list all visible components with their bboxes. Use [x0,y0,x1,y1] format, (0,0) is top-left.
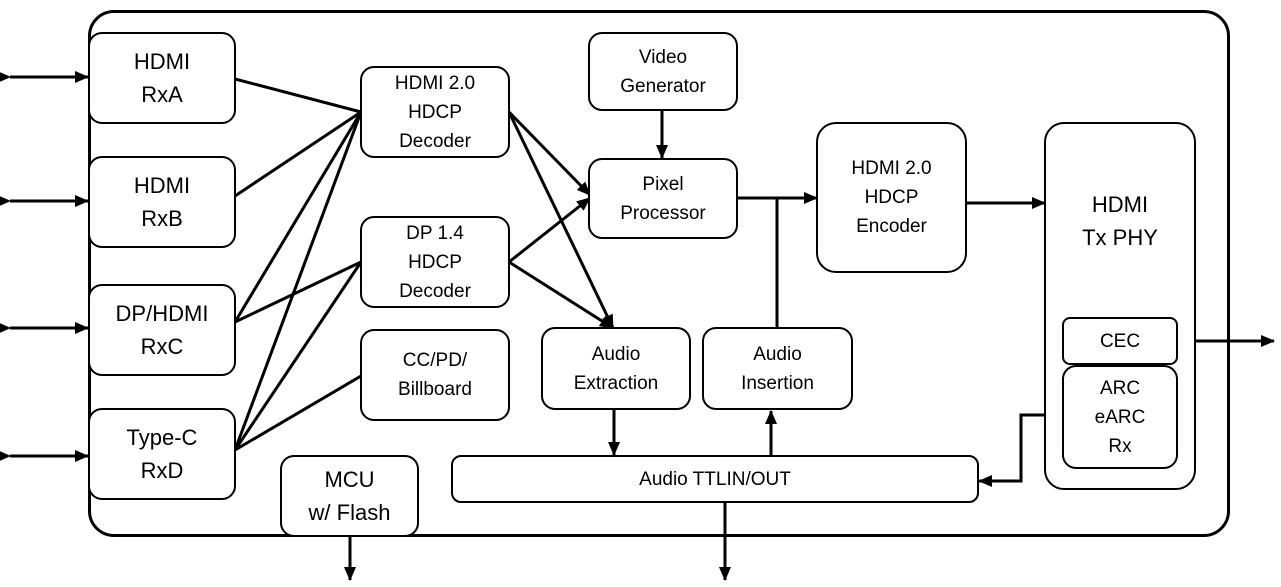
tx-phy-label-1: HDMI [1091,192,1149,217]
arc-label-3: Rx [1108,435,1132,457]
hdmi-rxb-block: HDMI RxB [88,156,236,248]
audio-ttl-label: Audio TTLIN/OUT [639,468,791,490]
hdmi-rxa-block: HDMI RxA [88,32,236,124]
hdmi-encoder-block: HDMI 2.0 HDCP Encoder [816,122,967,273]
tx-phy-label-2: Tx PHY [1082,225,1158,250]
arc-label-1: ARC [1099,377,1141,399]
audio-extraction-block: Audio Extraction [541,327,691,410]
audio-insertion-block: Audio Insertion [702,327,853,410]
cc-pd-label-2: Billboard [398,379,472,400]
dp-hdmi-rxc-label-1: DP/HDMI [115,301,209,326]
dp-decoder-label-1: DP 1.4 [406,222,464,244]
cec-label: CEC [1099,330,1141,352]
hdmi-decoder-label-2: HDCP [408,101,462,123]
dp-decoder-block: DP 1.4 HDCP Decoder [360,216,510,308]
audio-ttl-block: Audio TTLIN/OUT [451,455,979,503]
mcu-block: MCU w/ Flash [280,455,419,537]
hdmi-encoder-label-2: HDCP [864,187,919,208]
cec-block: CEC [1062,317,1178,365]
hdmi-rxb-label-2: RxB [141,206,183,231]
mcu-label-2: w/ Flash [308,500,391,525]
pixel-processor-block: Pixel Processor [588,158,738,239]
hdmi-decoder-label-1: HDMI 2.0 [394,72,476,94]
audio-insertion-label-1: Audio [753,343,802,365]
audio-extraction-label-1: Audio [591,343,641,365]
hdmi-rxa-label-2: RxA [141,82,183,107]
dp-hdmi-rxc-block: DP/HDMI RxC [88,284,236,376]
pixel-processor-label-1: Pixel [642,173,684,195]
typec-rxd-block: Type-C RxD [88,408,236,500]
cc-pd-label-1: CC/PD/ [402,350,468,371]
video-generator-block: Video Generator [588,32,738,111]
video-generator-label-1: Video [638,46,688,68]
arc-earc-rx-block: ARC eARC Rx [1062,365,1178,469]
hdmi-encoder-label-1: HDMI 2.0 [851,158,932,179]
arc-label-2: eARC [1094,406,1146,428]
cc-pd-billboard-block: CC/PD/ Billboard [360,329,510,421]
hdmi-encoder-label-3: Encoder [856,216,927,237]
audio-insertion-label-2: Insertion [741,372,814,394]
typec-rxd-label-2: RxD [140,458,184,483]
hdmi-decoder-label-3: Decoder [399,130,471,152]
dp-decoder-label-3: Decoder [399,280,471,302]
audio-extraction-label-2: Extraction [573,372,659,394]
pixel-processor-label-2: Processor [620,202,706,224]
video-generator-label-2: Generator [620,75,706,97]
dp-decoder-label-2: HDCP [408,251,462,273]
typec-rxd-label-1: Type-C [126,425,198,450]
mcu-label-1: MCU [324,467,375,492]
hdmi-decoder-block: HDMI 2.0 HDCP Decoder [360,66,510,158]
hdmi-rxb-label-1: HDMI [133,173,191,198]
hdmi-rxa-label-1: HDMI [133,49,191,74]
dp-hdmi-rxc-label-2: RxC [140,334,184,359]
